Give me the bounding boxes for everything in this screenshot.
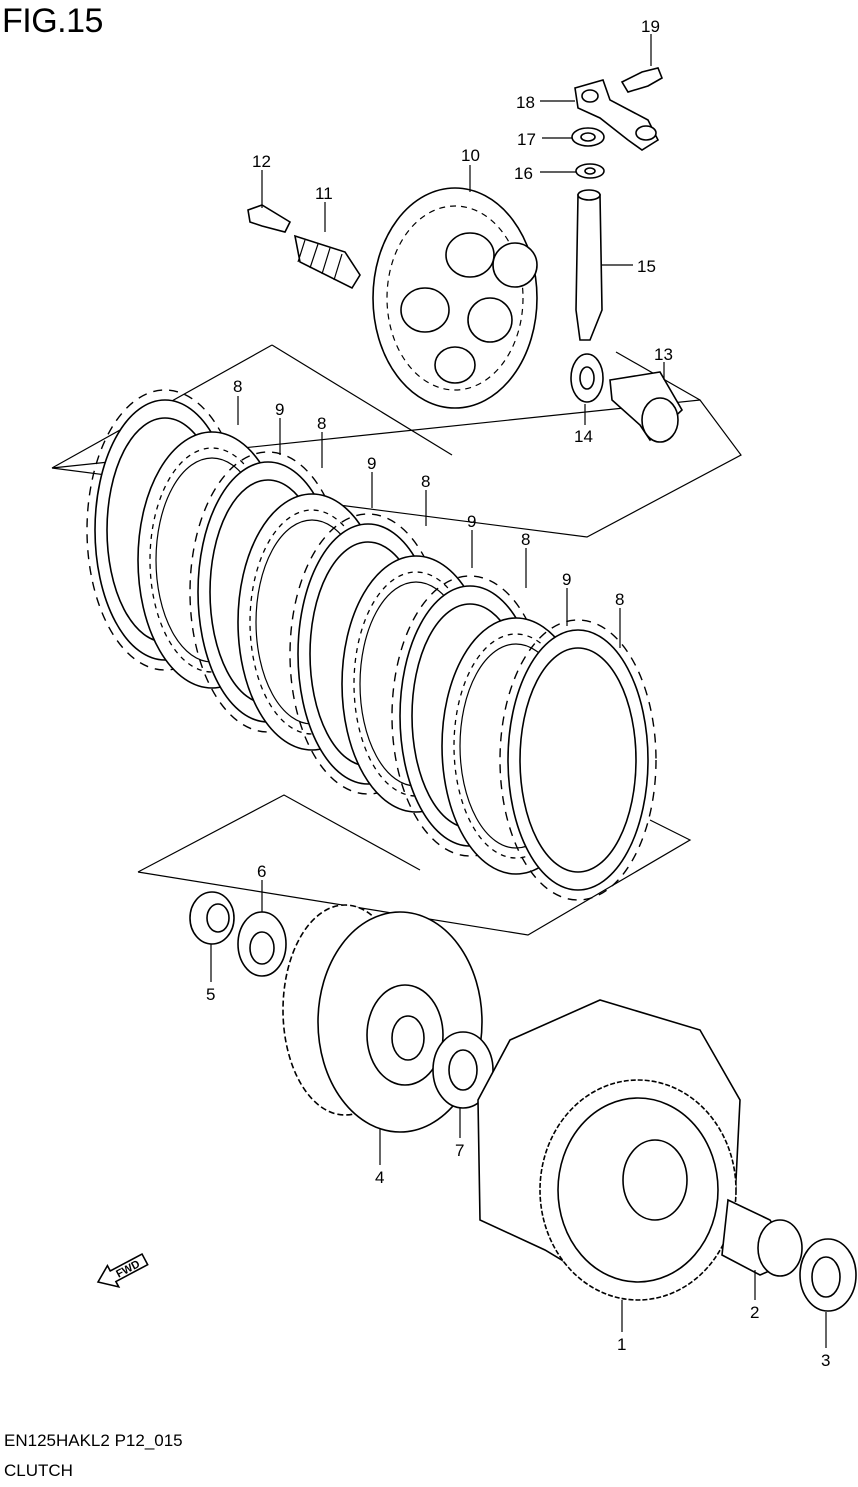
part-spring-11 bbox=[293, 234, 361, 290]
callout-3: 3 bbox=[821, 1351, 830, 1370]
part-spacer-2 bbox=[721, 1198, 803, 1277]
callout-9a: 9 bbox=[275, 400, 284, 419]
callout-8e: 8 bbox=[615, 590, 624, 609]
callout-15: 15 bbox=[637, 257, 656, 276]
leader-lines bbox=[210, 34, 827, 1348]
callout-8d: 8 bbox=[521, 530, 530, 549]
part-shaft-15 bbox=[575, 189, 603, 341]
figure-title: FIG.15 bbox=[2, 2, 103, 40]
fwd-label: FWD bbox=[114, 1258, 142, 1280]
model-code: EN125HAKL2 P12_015 bbox=[4, 1431, 183, 1450]
callout-17: 17 bbox=[517, 130, 536, 149]
callout-8a: 8 bbox=[233, 377, 242, 396]
callout-2: 2 bbox=[750, 1303, 759, 1322]
callout-14: 14 bbox=[574, 427, 593, 446]
part-lever-18 bbox=[574, 79, 660, 151]
lower-group-bracket bbox=[137, 794, 692, 936]
callout-6: 6 bbox=[257, 862, 266, 881]
part-bolt-19 bbox=[620, 67, 664, 93]
callout-16: 16 bbox=[514, 164, 533, 183]
callout-11: 11 bbox=[315, 184, 333, 203]
part-nut-5 bbox=[189, 891, 235, 945]
callout-13: 13 bbox=[654, 345, 673, 364]
callout-18: 18 bbox=[516, 93, 535, 112]
callout-4: 4 bbox=[375, 1168, 384, 1187]
part-pressure-plate-10 bbox=[372, 187, 538, 409]
fwd-arrow-icon: FWD bbox=[96, 1252, 149, 1289]
callout-12: 12 bbox=[252, 152, 271, 171]
part-bolt-12 bbox=[247, 204, 292, 233]
callout-8b: 8 bbox=[317, 414, 326, 433]
part-washer-3 bbox=[799, 1238, 857, 1312]
part-clutch-housing-1 bbox=[477, 999, 741, 1301]
callout-5: 5 bbox=[206, 985, 215, 1004]
part-push-piece-13 bbox=[609, 371, 684, 443]
part-washer-7 bbox=[432, 1031, 494, 1109]
callout-9c: 9 bbox=[467, 512, 476, 531]
callout-10: 10 bbox=[461, 146, 480, 165]
callout-19: 19 bbox=[641, 17, 660, 36]
section-name: CLUTCH bbox=[4, 1461, 73, 1480]
callout-9b: 9 bbox=[367, 454, 376, 473]
callout-1: 1 bbox=[617, 1335, 626, 1354]
part-lock-washer-6 bbox=[237, 911, 287, 977]
callout-8c: 8 bbox=[421, 472, 430, 491]
callout-7: 7 bbox=[455, 1141, 464, 1160]
callout-labels: 19 18 17 16 15 10 11 12 13 14 8 9 8 9 8 … bbox=[206, 17, 830, 1370]
callout-9d: 9 bbox=[562, 570, 571, 589]
